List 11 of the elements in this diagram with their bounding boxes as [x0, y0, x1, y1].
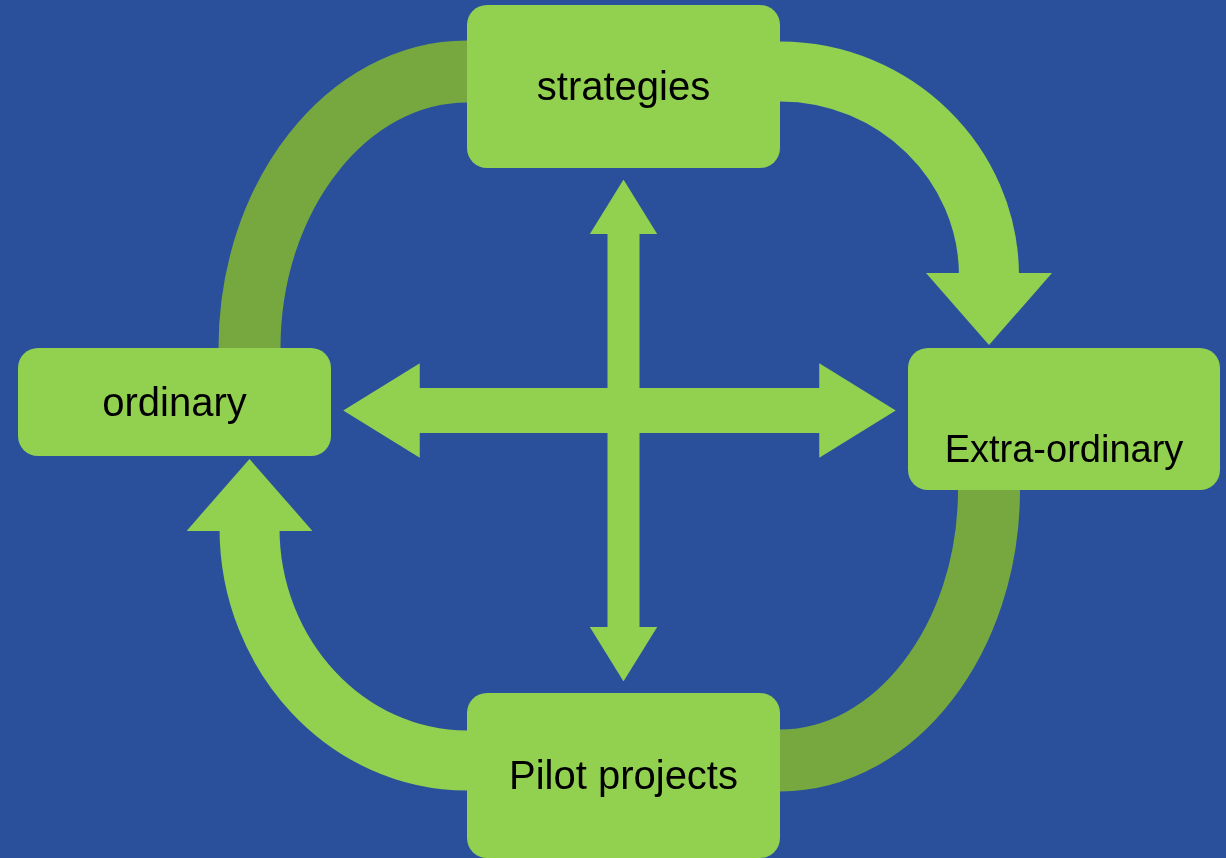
block-arrow: [778, 41, 1052, 345]
process-box: [467, 5, 780, 168]
block-arrow: [343, 363, 896, 458]
box-label: strategies: [536, 64, 711, 109]
process-box: [908, 348, 1220, 490]
box-label: ordinary: [102, 379, 247, 425]
process-box: [18, 348, 331, 456]
block-arrow: [589, 179, 658, 682]
process-box: [467, 693, 780, 858]
box-label: Extra-ordinary: [944, 427, 1184, 471]
box-label: Pilot projects: [509, 753, 738, 798]
